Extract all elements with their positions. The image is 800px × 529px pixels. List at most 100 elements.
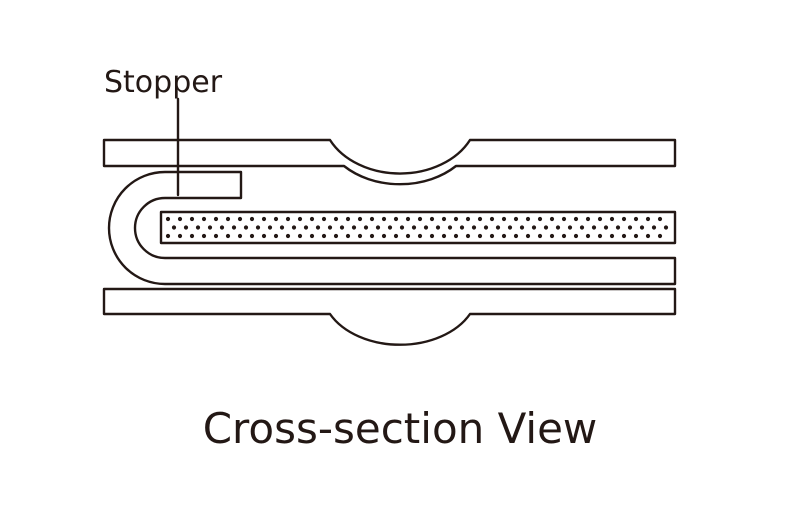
core-dot xyxy=(633,233,639,239)
core-dot xyxy=(333,216,339,222)
core-dot xyxy=(393,233,399,239)
core-dot xyxy=(303,225,309,230)
core-dot xyxy=(657,233,663,239)
core-dot xyxy=(597,216,603,222)
core-dot xyxy=(525,233,531,239)
core-dot xyxy=(453,216,459,222)
core-dot xyxy=(549,233,555,239)
core-dot xyxy=(177,216,183,222)
core-dot xyxy=(165,233,171,239)
core-dot xyxy=(441,216,447,222)
core-dot xyxy=(573,233,579,239)
core-dot xyxy=(513,233,519,239)
core-dot xyxy=(327,225,333,230)
core-dot xyxy=(195,225,201,230)
core-dot xyxy=(489,216,495,222)
core-dot xyxy=(585,233,591,239)
core-dot xyxy=(567,225,573,230)
core-dot xyxy=(447,225,453,230)
core-dot xyxy=(465,216,471,222)
dotted-core xyxy=(159,210,677,245)
core-dot xyxy=(429,216,435,222)
core-dot xyxy=(429,233,435,239)
core-dot xyxy=(357,233,363,239)
core-dot xyxy=(591,225,597,230)
stopper-label: Stopper xyxy=(104,65,223,100)
core-dot xyxy=(507,225,513,230)
caption-text: Cross-section View xyxy=(203,404,598,453)
core-dot xyxy=(627,225,633,230)
core-dot xyxy=(321,216,327,222)
core-dot xyxy=(213,233,219,239)
core-dot xyxy=(375,225,381,230)
core-dot xyxy=(411,225,417,230)
core-dot xyxy=(579,225,585,230)
core-dot xyxy=(249,233,255,239)
core-dot xyxy=(483,225,489,230)
core-dot xyxy=(273,216,279,222)
core-dot xyxy=(417,233,423,239)
core-dot xyxy=(183,225,189,230)
core-dot xyxy=(459,225,465,230)
core-dot xyxy=(165,216,171,222)
core-dot xyxy=(633,216,639,222)
core-dot xyxy=(609,233,615,239)
core-dot xyxy=(513,216,519,222)
core-dot xyxy=(609,216,615,222)
core-dot xyxy=(621,233,627,239)
core-dot xyxy=(663,225,669,230)
core-dot xyxy=(237,216,243,222)
core-dot xyxy=(267,225,273,230)
core-dot xyxy=(345,216,351,222)
core-dot xyxy=(423,225,429,230)
core-dot xyxy=(573,216,579,222)
core-dot xyxy=(639,225,645,230)
core-dot xyxy=(603,225,609,230)
core-dot xyxy=(315,225,321,230)
core-dot xyxy=(261,233,267,239)
core-dot xyxy=(177,233,183,239)
core-dot xyxy=(279,225,285,230)
core-dot xyxy=(501,233,507,239)
core-dot xyxy=(519,225,525,230)
top-plate xyxy=(102,138,677,186)
core-dot xyxy=(621,216,627,222)
core-dot xyxy=(333,233,339,239)
core-dot xyxy=(543,225,549,230)
core-dot xyxy=(645,233,651,239)
core-dot-pattern xyxy=(165,216,669,239)
core-dot xyxy=(297,216,303,222)
core-dot xyxy=(393,216,399,222)
core-dot xyxy=(405,216,411,222)
core-dot xyxy=(525,216,531,222)
core-dot xyxy=(213,216,219,222)
core-dot xyxy=(435,225,441,230)
core-dot xyxy=(339,225,345,230)
core-dot xyxy=(219,225,225,230)
core-dot xyxy=(363,225,369,230)
core-dot xyxy=(189,233,195,239)
core-dot xyxy=(357,216,363,222)
core-dot xyxy=(477,233,483,239)
core-dot xyxy=(399,225,405,230)
core-dot xyxy=(297,233,303,239)
core-dot xyxy=(351,225,357,230)
core-dot xyxy=(285,216,291,222)
core-dot xyxy=(231,225,237,230)
core-dot xyxy=(345,233,351,239)
core-dot xyxy=(309,216,315,222)
core-dot xyxy=(381,233,387,239)
core-dot xyxy=(285,233,291,239)
core-dot xyxy=(273,233,279,239)
core-dot xyxy=(171,225,177,230)
core-dot xyxy=(441,233,447,239)
core-dot xyxy=(387,225,393,230)
core-dot xyxy=(243,225,249,230)
core-dot xyxy=(585,216,591,222)
core-dot xyxy=(657,216,663,222)
core-dot xyxy=(495,225,501,230)
core-dot xyxy=(501,216,507,222)
core-dot xyxy=(537,233,543,239)
core-dot xyxy=(531,225,537,230)
